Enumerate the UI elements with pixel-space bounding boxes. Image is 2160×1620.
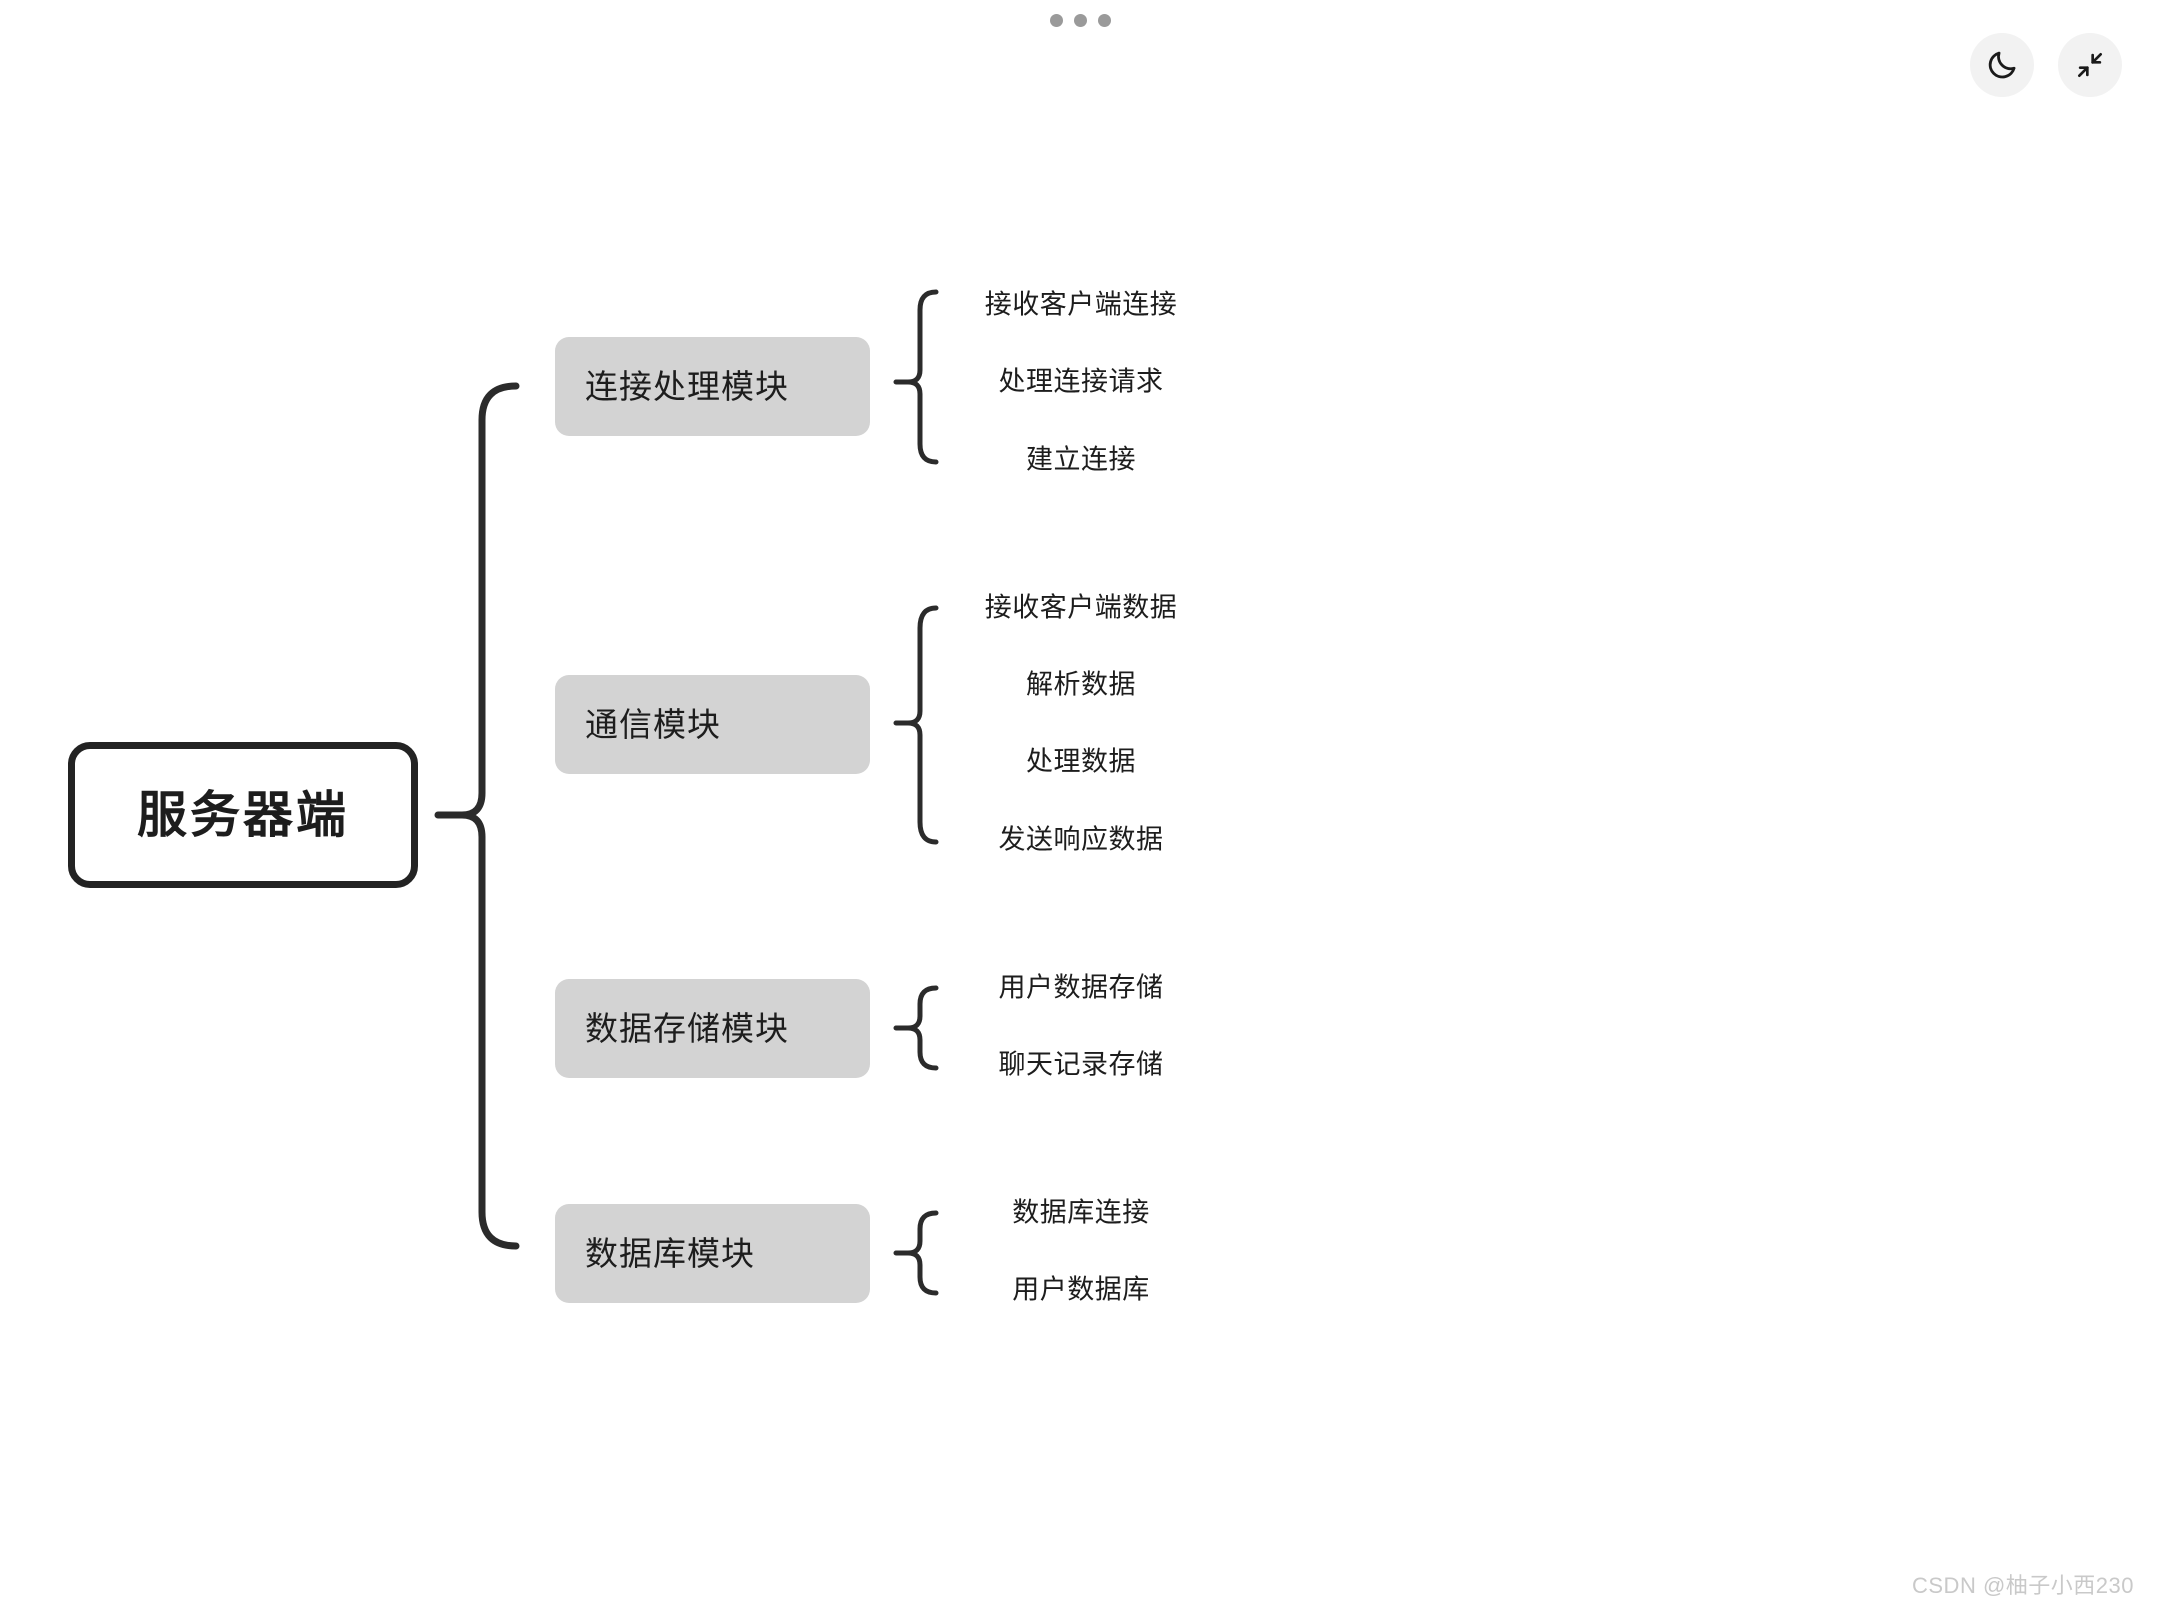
leaf-item[interactable]: 接收客户端数据: [984, 592, 1178, 623]
watermark: CSDN @柚子小西230: [1912, 1573, 2134, 1598]
module-label: 通信模块: [585, 706, 721, 743]
sub-brace-1: [893, 289, 939, 465]
leaf-item[interactable]: 发送响应数据: [998, 824, 1164, 855]
toolbar: [1970, 33, 2122, 97]
root-node-label: 服务器端: [137, 787, 349, 843]
module-box-communication[interactable]: 通信模块: [555, 675, 870, 774]
three-dots-icon[interactable]: [0, 14, 2160, 27]
leaf-item[interactable]: 处理数据: [1026, 746, 1136, 777]
module-box-connection-handling[interactable]: 连接处理模块: [555, 337, 870, 436]
main-brace: [434, 382, 520, 1250]
leaf-item[interactable]: 用户数据存储: [998, 972, 1164, 1003]
dot-3: [1097, 14, 1111, 27]
dark-mode-toggle-button[interactable]: [1970, 33, 2034, 97]
sub-brace-3: [893, 985, 939, 1071]
leaf-item[interactable]: 用户数据库: [1012, 1274, 1150, 1305]
module-box-database[interactable]: 数据库模块: [555, 1204, 870, 1303]
leaf-item[interactable]: 聊天记录存储: [998, 1049, 1164, 1080]
leaf-item[interactable]: 解析数据: [1026, 669, 1136, 700]
exit-fullscreen-icon: [2074, 49, 2106, 81]
dot-1: [1049, 14, 1063, 27]
exit-fullscreen-button[interactable]: [2058, 33, 2122, 97]
leaf-item[interactable]: 处理连接请求: [998, 366, 1164, 397]
module-label: 连接处理模块: [585, 368, 789, 405]
leaf-item[interactable]: 建立连接: [1026, 444, 1136, 475]
module-label: 数据存储模块: [585, 1010, 789, 1047]
sub-brace-4: [893, 1210, 939, 1296]
sub-brace-2: [893, 605, 939, 845]
dot-2: [1073, 14, 1087, 27]
module-box-data-storage[interactable]: 数据存储模块: [555, 979, 870, 1078]
module-label: 数据库模块: [585, 1235, 755, 1272]
leaf-item[interactable]: 接收客户端连接: [984, 289, 1178, 320]
moon-icon: [1985, 48, 2019, 82]
root-node[interactable]: 服务器端: [68, 742, 418, 888]
leaf-item[interactable]: 数据库连接: [1012, 1197, 1150, 1228]
